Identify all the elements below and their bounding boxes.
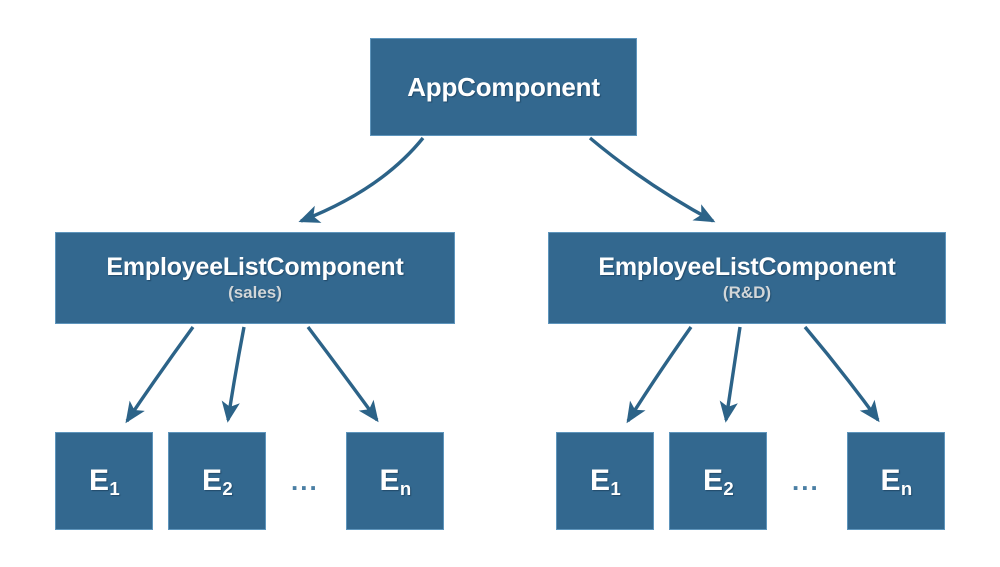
- leaf-subscript: n: [399, 478, 411, 500]
- leaf-base: E: [202, 463, 222, 497]
- node-employee-sales-2-label: E2: [202, 463, 233, 500]
- leaf-subscript: n: [900, 478, 912, 500]
- edge-app-to-rd: [588, 136, 716, 223]
- leaf-base: E: [89, 463, 109, 497]
- node-employee-list-sales[interactable]: EmployeeListComponent (sales): [55, 232, 455, 324]
- node-employee-sales-1[interactable]: E1: [55, 432, 153, 530]
- ellipsis-sales: ...: [291, 466, 319, 496]
- edge-sales-to-e2: [221, 326, 246, 423]
- node-app-component[interactable]: AppComponent: [370, 38, 637, 136]
- node-employee-list-rd-label: EmployeeListComponent: [598, 252, 896, 281]
- edge-app-to-sales: [298, 136, 425, 223]
- node-employee-list-sales-label: EmployeeListComponent: [106, 252, 404, 281]
- node-app-component-label: AppComponent: [407, 71, 600, 102]
- node-employee-rd-1[interactable]: E1: [556, 432, 654, 530]
- ellipsis-rd: ...: [792, 466, 820, 496]
- leaf-base: E: [379, 463, 400, 497]
- leaf-subscript: 1: [109, 478, 120, 500]
- node-employee-sales-n[interactable]: En: [346, 432, 444, 530]
- edge-sales-to-en: [306, 325, 379, 423]
- node-employee-list-sales-subtitle: (sales): [228, 282, 282, 302]
- node-employee-sales-2[interactable]: E2: [168, 432, 266, 530]
- node-employee-list-rd[interactable]: EmployeeListComponent (R&D): [548, 232, 946, 324]
- node-employee-sales-1-label: E1: [89, 463, 120, 500]
- node-employee-rd-1-label: E1: [590, 463, 621, 500]
- edge-rd-to-e1: [626, 326, 693, 424]
- node-employee-rd-2-label: E2: [703, 463, 734, 500]
- leaf-base: E: [703, 463, 723, 497]
- leaf-subscript: 2: [222, 478, 233, 500]
- edge-sales-to-e1: [125, 325, 195, 424]
- node-employee-rd-n-label: En: [880, 463, 913, 500]
- leaf-subscript: 1: [610, 478, 621, 500]
- edge-rd-to-en: [803, 325, 880, 423]
- edge-rd-to-e2: [719, 326, 742, 423]
- leaf-subscript: 2: [723, 478, 734, 500]
- node-employee-rd-2[interactable]: E2: [669, 432, 767, 530]
- leaf-base: E: [880, 463, 901, 497]
- node-employee-sales-n-label: En: [379, 463, 412, 500]
- node-employee-rd-n[interactable]: En: [847, 432, 945, 530]
- leaf-base: E: [590, 463, 610, 497]
- node-employee-list-rd-subtitle: (R&D): [722, 282, 772, 302]
